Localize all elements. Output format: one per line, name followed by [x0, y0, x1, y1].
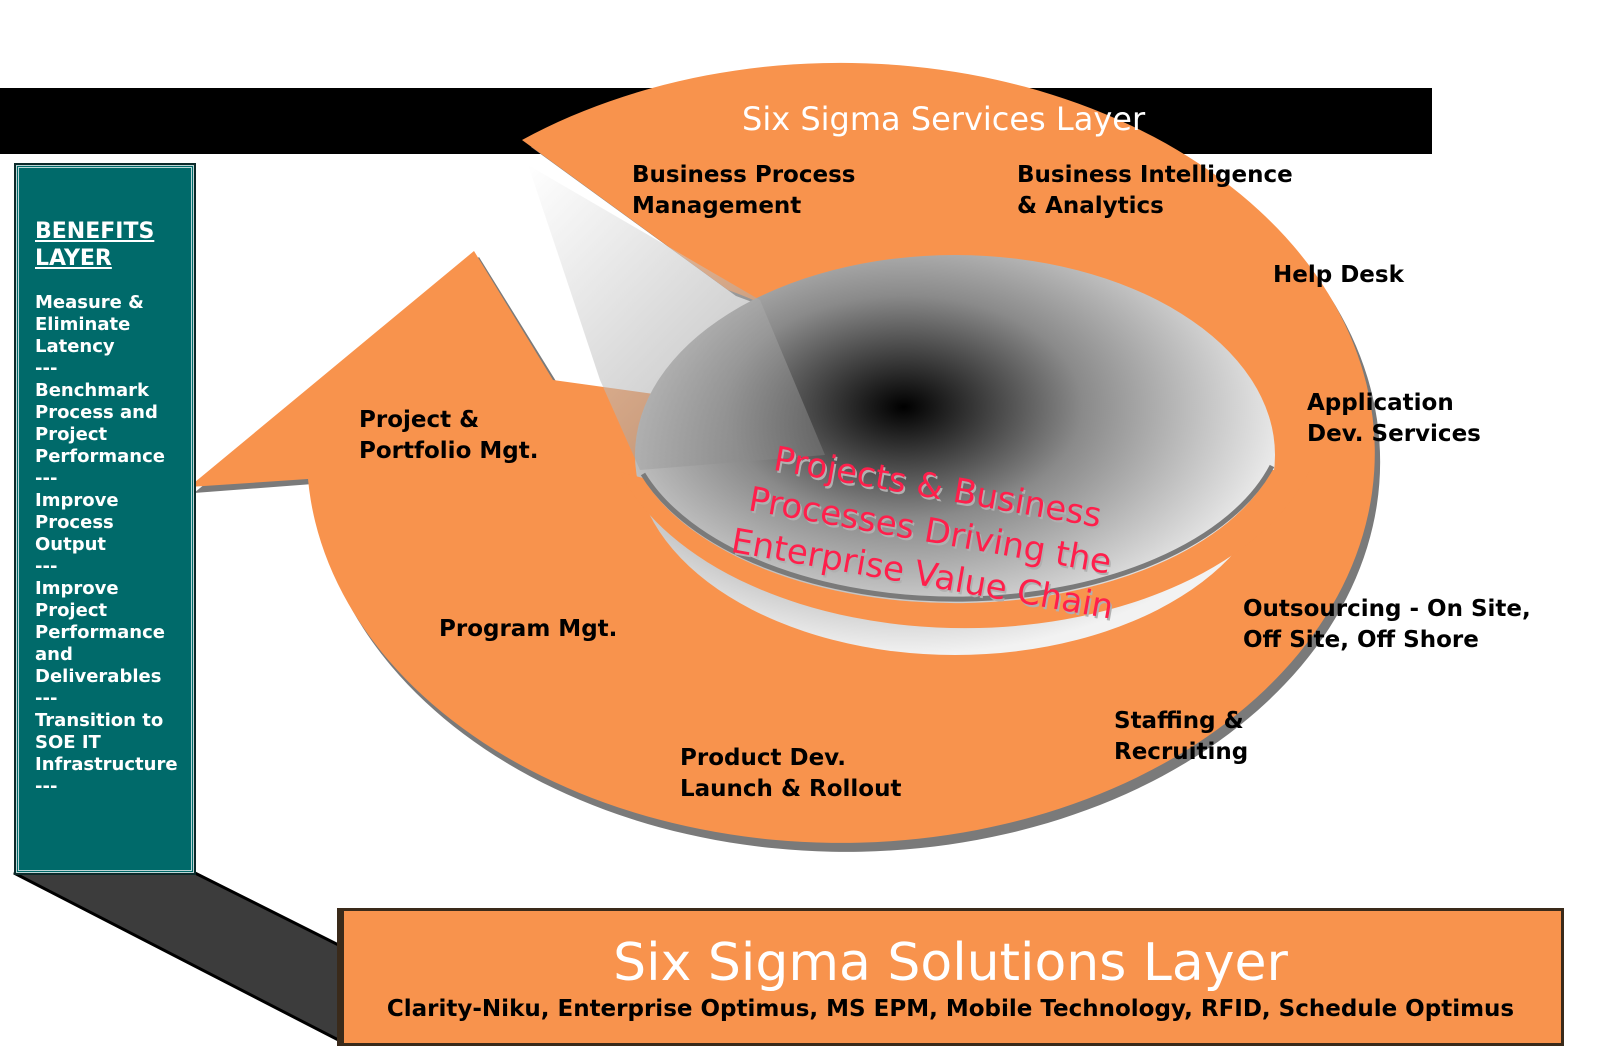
service-product-dev: Product Dev. Launch & Rollout	[680, 745, 902, 802]
benefit-separator: ---	[35, 688, 58, 709]
benefit-item: Improve Process Output	[35, 490, 119, 555]
solutions-layer-title: Six Sigma Solutions Layer	[613, 933, 1288, 993]
benefit-separator: ---	[35, 358, 58, 379]
center-core	[635, 255, 1275, 655]
benefit-separator: ---	[35, 776, 58, 797]
benefits-layer-title: BENEFITS LAYER	[35, 219, 155, 271]
benefit-item: Improve Project Performance and Delivera…	[35, 578, 165, 687]
benefit-item: Transition to SOE IT Infrastructure	[35, 710, 178, 775]
benefit-separator: ---	[35, 468, 58, 489]
benefit-separator: ---	[35, 556, 58, 577]
benefit-item: Benchmark Process and Project Performanc…	[35, 380, 165, 467]
benefit-item: Measure & Eliminate Latency	[35, 292, 144, 357]
service-business-process-management: Business Process Management	[632, 162, 856, 219]
solutions-products: Clarity-Niku, Enterprise Optimus, MS EPM…	[386, 996, 1515, 1022]
spiral-inner-band	[620, 470, 1310, 629]
solutions-layer-panel: Six Sigma Solutions Layer Clarity-Niku, …	[337, 908, 1564, 1046]
core-wedge	[528, 165, 825, 470]
spiral-inner-edge	[640, 464, 1275, 602]
service-staffing: Staffing & Recruiting	[1114, 708, 1249, 765]
service-outsourcing: Outsourcing - On Site, Off Site, Off Sho…	[1243, 596, 1531, 653]
benefits-layer-panel: BENEFITS LAYER Measure & Eliminate Laten…	[14, 163, 196, 875]
service-help-desk: Help Desk	[1273, 262, 1404, 288]
service-project-portfolio: Project & Portfolio Mgt.	[359, 407, 539, 464]
service-business-intelligence: Business Intelligence & Analytics	[1017, 162, 1293, 219]
service-program-mgt: Program Mgt.	[439, 616, 618, 642]
services-layer-title: Six Sigma Services Layer	[742, 100, 1146, 138]
service-application-dev: Application Dev. Services	[1307, 390, 1481, 447]
